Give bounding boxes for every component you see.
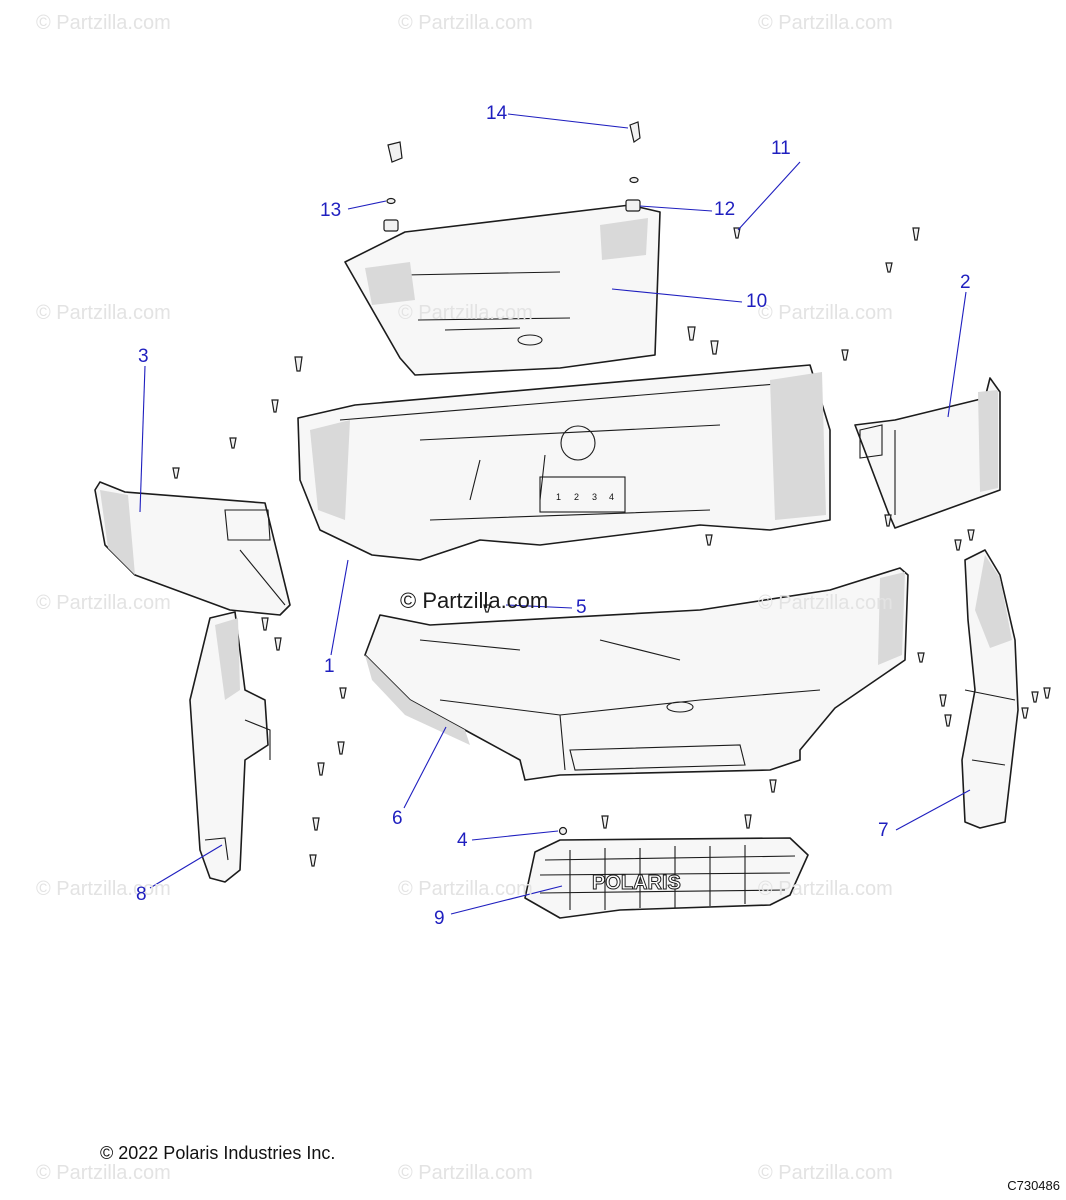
fastener-screw-c [710, 340, 719, 355]
callout-9: 9 [434, 908, 445, 929]
watermark: © Partzilla.com [758, 302, 893, 324]
watermark: © Partzilla.com [36, 302, 171, 324]
watermark: © Partzilla.com [758, 592, 893, 614]
fastener-washer-right [629, 176, 639, 184]
callout-11: 11 [771, 138, 791, 159]
watermark: © Partzilla.com [758, 12, 893, 34]
fastener-screw-o [339, 687, 347, 699]
fastener-screw-z [601, 815, 609, 829]
callout-8: 8 [136, 884, 147, 905]
body-tub-part-1: 1 2 3 4 [297, 364, 831, 561]
fastener-screw-11 [733, 227, 741, 239]
fastener-washer-13 [386, 197, 396, 205]
fastener-screw-ac [483, 604, 491, 613]
center-watermark: © Partzilla.com [400, 588, 549, 613]
front-hood-part-6 [364, 567, 909, 781]
panel-number-2: 2 [574, 492, 579, 502]
callout-10: 10 [746, 291, 768, 312]
watermark: © Partzilla.com [398, 878, 533, 900]
fender-right-part-7 [961, 549, 1019, 829]
callout-14: 14 [486, 103, 508, 124]
callout-5: 5 [576, 597, 587, 618]
watermark: © Partzilla.com [398, 12, 533, 34]
callout-1: 1 [324, 656, 335, 677]
watermark: © Partzilla.com [758, 1162, 893, 1184]
callout-13: 13 [320, 200, 342, 221]
fastener-screw-i [229, 437, 237, 449]
fastener-screw-t [939, 694, 947, 707]
grille-part-9: POLARIS [524, 837, 809, 919]
fastener-screw-g [271, 399, 279, 413]
fastener-screw-w [1043, 687, 1051, 699]
fastener-screw-k [954, 539, 962, 551]
callout-12: 12 [714, 199, 736, 220]
callout-2: 2 [960, 272, 971, 293]
fastener-nut-12 [625, 199, 641, 212]
fastener-screw-ab [705, 534, 713, 546]
watermark: © Partzilla.com [36, 12, 171, 34]
fastener-nut-left [383, 219, 399, 232]
callout-7: 7 [878, 820, 889, 841]
fastener-screw-d [885, 262, 893, 273]
side-panel-left-part-3 [94, 481, 291, 616]
watermark: © Partzilla.com [398, 302, 533, 324]
fastener-screw-r [312, 817, 320, 831]
watermark: © Partzilla.com [36, 1162, 171, 1184]
fastener-screw-ad [917, 652, 925, 663]
panel-number-1: 1 [556, 492, 561, 502]
fastener-screw-h [172, 467, 180, 479]
panel-number-4: 4 [609, 492, 614, 502]
callout-3: 3 [138, 346, 149, 367]
leader-lines [139, 113, 971, 915]
fastener-clip-left-top [387, 141, 403, 163]
fastener-screw-j [884, 514, 892, 527]
callout-6: 6 [392, 808, 403, 829]
side-panel-right-part-2 [854, 377, 1001, 529]
hood-panel-part-10 [344, 204, 661, 376]
watermark: © Partzilla.com [36, 592, 171, 614]
fastener-screw-e [912, 227, 920, 241]
fastener-screw-n [274, 637, 282, 651]
fastener-screw-y [769, 779, 777, 793]
fastener-screw-x [1021, 707, 1029, 719]
fastener-screw-s [309, 854, 317, 867]
fastener-clip-14 [629, 121, 641, 143]
fastener-screw-a [294, 356, 303, 372]
fastener-screw-aa [744, 814, 752, 829]
fasteners [172, 121, 1051, 867]
fastener-screw-m [261, 617, 269, 631]
fastener-screw-l [967, 529, 975, 541]
watermark: © Partzilla.com [36, 878, 171, 900]
panel-number-3: 3 [592, 492, 597, 502]
watermark: © Partzilla.com [758, 878, 893, 900]
fastener-screw-p [337, 741, 345, 755]
grille-logo-text: POLARIS [592, 872, 681, 894]
fastener-screw-b [687, 326, 696, 341]
fastener-screw-v [1031, 691, 1039, 703]
callout-4: 4 [457, 830, 468, 851]
copyright-text: © 2022 Polaris Industries Inc. [100, 1143, 336, 1163]
watermark: © Partzilla.com [398, 1162, 533, 1184]
fastener-screw-q [317, 762, 325, 776]
diagram-code: C730486 [1007, 1178, 1060, 1193]
fastener-screw-u [944, 714, 952, 727]
fender-left-part-8 [189, 611, 271, 883]
fastener-screw-f [841, 349, 849, 361]
fastener-nut-4 [558, 826, 568, 836]
